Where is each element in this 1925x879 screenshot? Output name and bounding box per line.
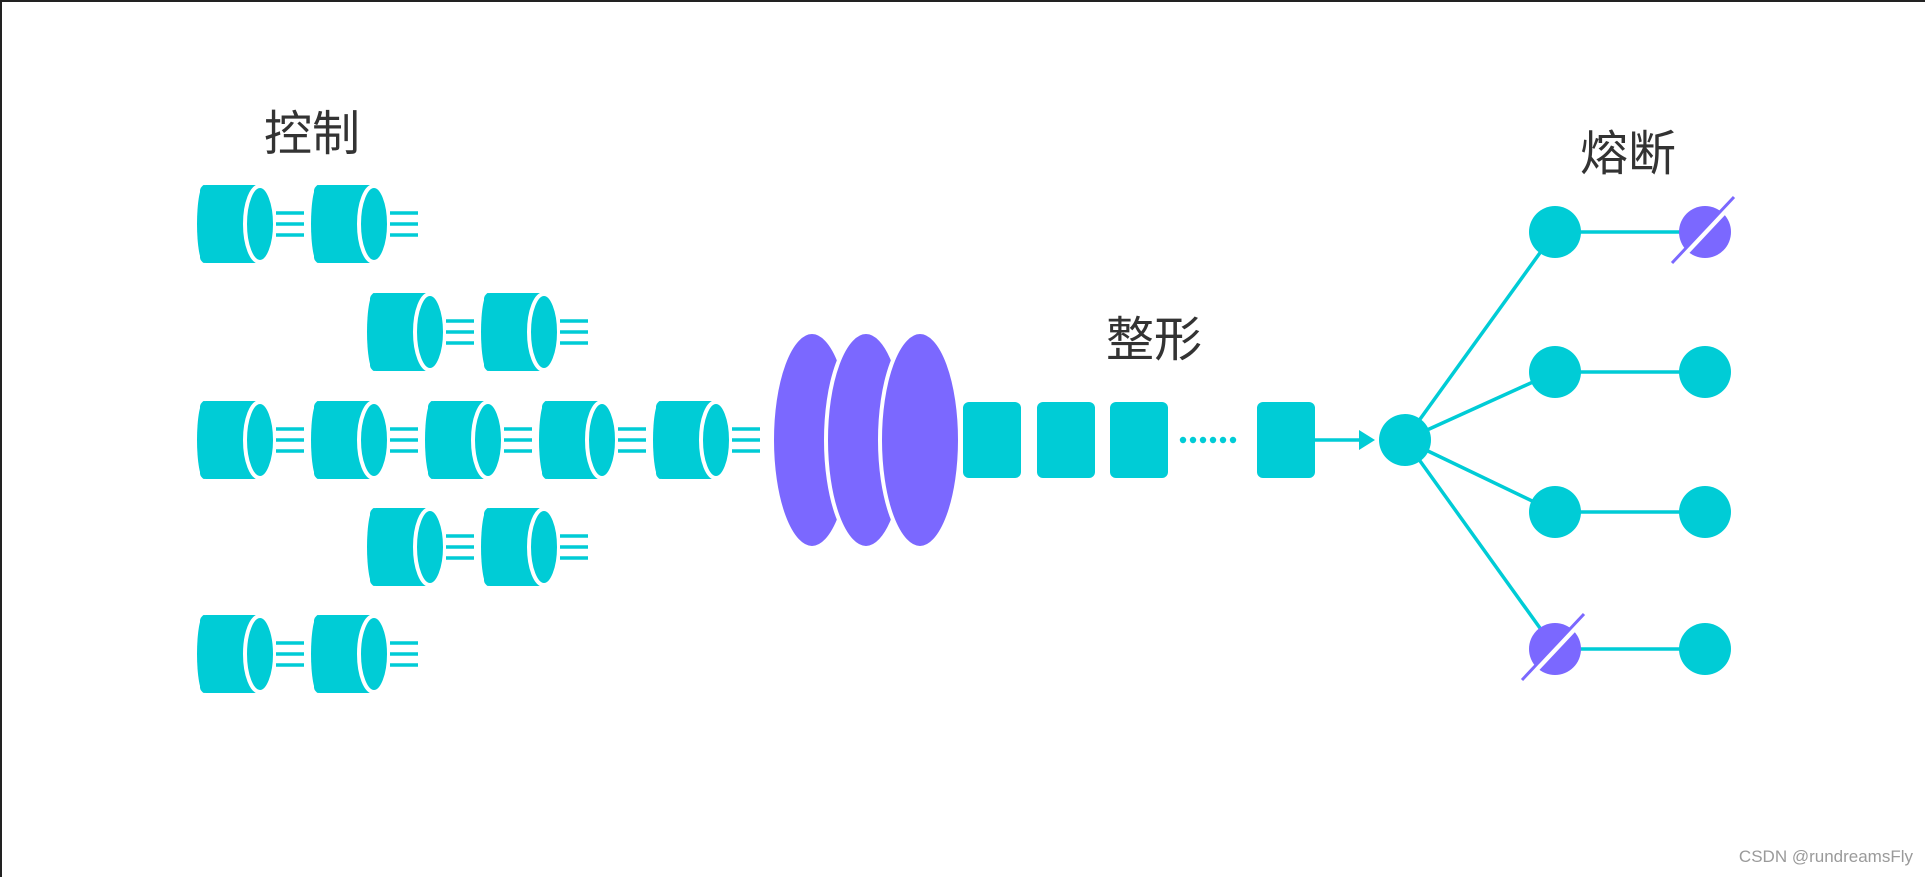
cylinder-back — [539, 401, 553, 479]
cylinder-face — [243, 614, 277, 694]
request-cylinder — [539, 400, 646, 480]
cylinder-back — [481, 293, 495, 371]
request-cylinder — [367, 507, 474, 587]
control-row — [367, 507, 588, 587]
cylinder-back — [311, 615, 325, 693]
queue-block — [963, 402, 1021, 478]
service-node — [1679, 623, 1731, 675]
control-label: 控制 — [264, 106, 361, 162]
broken-node — [1670, 195, 1739, 268]
request-cylinder — [311, 184, 418, 264]
request-cylinder — [481, 292, 588, 372]
ellipsis-dot — [1199, 436, 1207, 444]
request-cylinder — [481, 507, 588, 587]
service-node — [1529, 206, 1581, 258]
fuse-branch — [1404, 438, 1731, 538]
service-node — [1679, 346, 1731, 398]
shaper-disc — [878, 330, 962, 550]
control-row — [367, 292, 588, 372]
request-cylinder — [653, 400, 760, 480]
cylinder-back — [653, 401, 667, 479]
cylinder-face — [527, 292, 561, 372]
control-row — [197, 400, 760, 480]
control-section — [197, 184, 760, 694]
branch-link — [1404, 438, 1556, 514]
control-row — [197, 614, 418, 694]
broken-node — [1520, 612, 1589, 685]
cylinder-back — [367, 508, 381, 586]
queue-block — [1037, 402, 1095, 478]
cylinder-back — [425, 401, 439, 479]
queue-block — [1110, 402, 1168, 478]
shaping-section — [770, 330, 1375, 550]
watermark: CSDN @rundreamsFly — [1738, 847, 1913, 866]
shaping-label: 整形 — [1106, 312, 1203, 368]
request-cylinder — [425, 400, 532, 480]
service-node — [1679, 486, 1731, 538]
branch-link — [1404, 370, 1556, 442]
break-line — [1670, 195, 1736, 265]
request-cylinder — [311, 614, 418, 694]
cylinder-face — [585, 400, 619, 480]
cylinder-face — [413, 507, 447, 587]
ellipsis-dot — [1179, 436, 1187, 444]
cylinder-face — [699, 400, 733, 480]
cylinder-face — [527, 507, 561, 587]
branch-link — [1403, 438, 1557, 651]
cylinder-face — [243, 184, 277, 264]
queue-block — [1257, 402, 1315, 478]
cylinder-back — [197, 185, 211, 263]
break-line — [1520, 612, 1586, 682]
cylinder-face — [471, 400, 505, 480]
fuse-branch — [1404, 346, 1731, 442]
fuse-branch — [1403, 438, 1731, 685]
hub-node — [1379, 414, 1431, 466]
ellipsis-dot — [1229, 436, 1237, 444]
cylinder-back — [197, 401, 211, 479]
cylinder-face — [357, 184, 391, 264]
control-row — [197, 184, 418, 264]
service-node — [1529, 346, 1581, 398]
cylinder-back — [311, 185, 325, 263]
branch-link — [1403, 230, 1557, 442]
ellipsis-dot — [1209, 436, 1217, 444]
cylinder-back — [197, 615, 211, 693]
cylinder-back — [311, 401, 325, 479]
cylinder-face — [413, 292, 447, 372]
fuse-section — [1379, 195, 1739, 685]
service-node — [1529, 486, 1581, 538]
cylinder-face — [243, 400, 277, 480]
request-cylinder — [367, 292, 474, 372]
request-cylinder — [311, 400, 418, 480]
break-line-gap — [1521, 613, 1589, 685]
cylinder-back — [367, 293, 381, 371]
request-cylinder — [197, 400, 304, 480]
flow-arrow-head — [1359, 430, 1375, 450]
cylinder-face — [357, 400, 391, 480]
cylinder-face — [357, 614, 391, 694]
ellipsis-dot — [1189, 436, 1197, 444]
ellipsis-dot — [1219, 436, 1227, 444]
fuse-label: 熔断 — [1580, 126, 1677, 182]
request-cylinder — [197, 184, 304, 264]
cylinder-back — [481, 508, 495, 586]
request-cylinder — [197, 614, 304, 694]
fuse-branch — [1403, 195, 1739, 442]
break-line-gap — [1671, 196, 1739, 268]
